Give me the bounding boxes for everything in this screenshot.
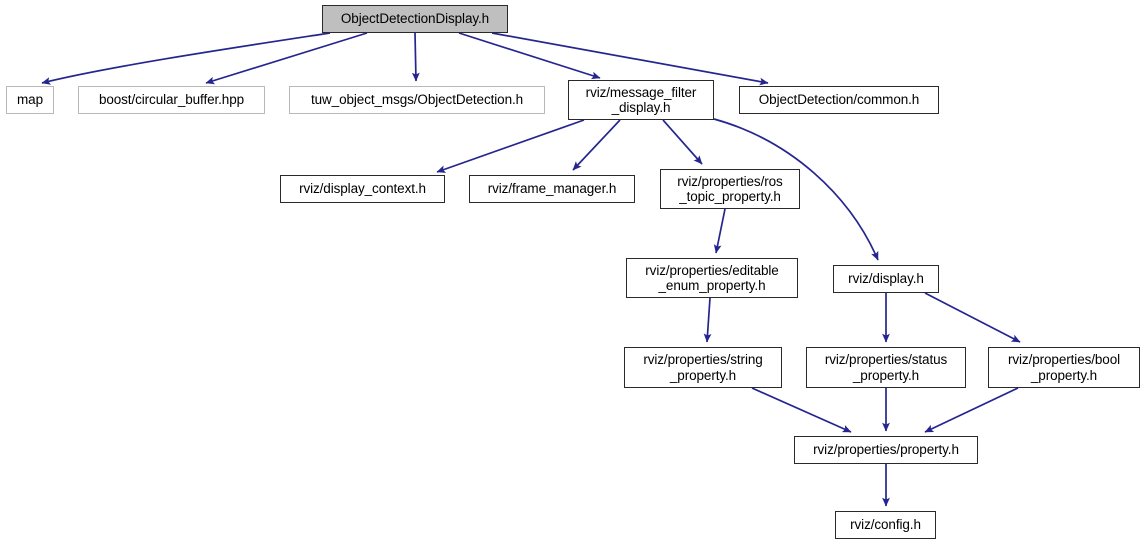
- edge-ros-topic-property-to-editable-enum-property: [713, 208, 726, 254]
- graph-node-label-circular_buffer: boost/circular_buffer.hpp: [98, 92, 245, 108]
- graph-node-bool_prop[interactable]: rviz/properties/bool _property.h: [988, 347, 1140, 388]
- graph-node-label-property: rviz/properties/property.h: [813, 442, 959, 458]
- graph-node-string_prop[interactable]: rviz/properties/string _property.h: [624, 347, 782, 388]
- edge-editable-enum-property-to-string-property: [703, 297, 712, 343]
- graph-node-od_common[interactable]: ObjectDetection/common.h: [739, 86, 939, 114]
- graph-node-msg_filter[interactable]: rviz/message_filter _display.h: [568, 80, 714, 120]
- graph-node-property[interactable]: rviz/properties/property.h: [794, 436, 978, 464]
- edge-root-to-object-detection-common: [491, 32, 769, 86]
- graph-node-editable_enum[interactable]: rviz/properties/editable _enum_property.…: [626, 258, 798, 298]
- edge-string-property-to-property: [751, 387, 852, 433]
- graph-node-ros_topic_prop[interactable]: rviz/properties/ros _topic_property.h: [660, 169, 800, 209]
- graph-node-label-display: rviz/display.h: [848, 271, 924, 287]
- edge-root-to-tuw-object-detection: [411, 32, 420, 82]
- graph-node-label-tuw_objdet: tuw_object_msgs/ObjectDetection.h: [310, 92, 524, 108]
- edge-message-filter-display-to-ros-topic-property: [662, 119, 703, 165]
- graph-node-map[interactable]: map: [6, 86, 54, 114]
- edge-message-filter-display-to-frame-manager: [572, 119, 621, 171]
- graph-node-status_prop[interactable]: rviz/properties/status _property.h: [806, 347, 966, 388]
- graph-node-config[interactable]: rviz/config.h: [835, 511, 936, 539]
- graph-node-label-status_prop: rviz/properties/status _property.h: [824, 352, 948, 383]
- graph-node-frame_manager[interactable]: rviz/frame_manager.h: [469, 175, 635, 203]
- graph-node-tuw_objdet[interactable]: tuw_object_msgs/ObjectDetection.h: [289, 86, 545, 114]
- graph-node-display_context[interactable]: rviz/display_context.h: [280, 175, 445, 203]
- graph-node-label-msg_filter: rviz/message_filter _display.h: [585, 84, 697, 116]
- graph-node-label-editable_enum: rviz/properties/editable _enum_property.…: [645, 262, 779, 294]
- graph-node-label-frame_manager: rviz/frame_manager.h: [487, 181, 617, 197]
- graph-node-label-od_common: ObjectDetection/common.h: [758, 92, 920, 108]
- edge-root-to-circular-buffer: [205, 32, 368, 85]
- edge-root-to-map: [41, 32, 331, 85]
- graph-node-label-display_context: rviz/display_context.h: [299, 181, 426, 197]
- graph-node-label-config: rviz/config.h: [850, 517, 921, 533]
- graph-node-display[interactable]: rviz/display.h: [833, 265, 939, 293]
- graph-node-label-string_prop: rviz/properties/string _property.h: [643, 352, 763, 383]
- graph-node-label-map: map: [17, 92, 43, 108]
- graph-node-root: ObjectDetectionDisplay.h: [322, 5, 508, 33]
- edge-display-to-bool-property: [924, 292, 1021, 343]
- edge-bool-property-to-property: [924, 387, 1019, 433]
- edge-root-to-message-filter-display: [458, 32, 601, 80]
- graph-node-circular_buffer[interactable]: boost/circular_buffer.hpp: [78, 86, 265, 114]
- graph-node-label-bool_prop: rviz/properties/bool _property.h: [1007, 352, 1121, 383]
- graph-node-label-root: ObjectDetectionDisplay.h: [340, 11, 490, 27]
- edge-message-filter-display-to-display-context: [436, 119, 585, 173]
- graph-node-label-ros_topic_prop: rviz/properties/ros _topic_property.h: [677, 173, 783, 205]
